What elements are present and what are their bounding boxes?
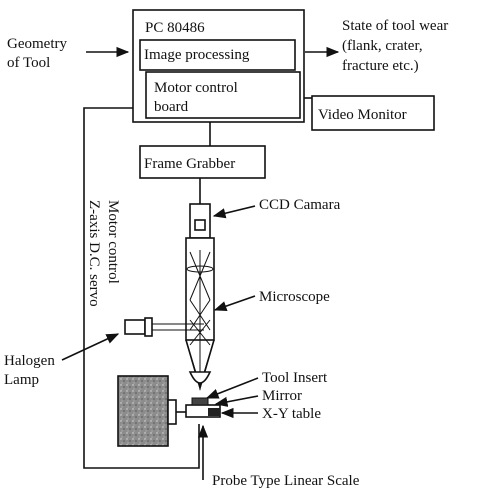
halogen-label-line1: Halogen	[4, 353, 55, 369]
ccd-camera-lens	[194, 219, 206, 231]
mirror-label: Mirror	[262, 388, 302, 404]
motor-control-board-box	[145, 71, 301, 119]
halogen-pointer	[61, 333, 120, 361]
z-axis-label-line2: Motor control	[105, 200, 121, 284]
tool-insert-pointer	[205, 377, 259, 399]
xy-table-block	[208, 408, 220, 416]
tool-insert-label: Tool Insert	[262, 370, 328, 386]
image-processing-box	[139, 39, 296, 71]
state-label-line2: (flank, crater,	[342, 38, 423, 54]
microscope-label: Microscope	[259, 289, 330, 305]
mirror-pointer	[214, 395, 259, 407]
optic-ray-3	[189, 251, 211, 301]
objective-tip	[188, 371, 212, 384]
xy-table-label: X-Y table	[262, 406, 321, 422]
motor-board-label-line2: board	[154, 99, 189, 115]
geometry-label-line2: of Tool	[7, 55, 50, 71]
optic-ray-5	[189, 299, 211, 331]
motor-coupling	[167, 399, 177, 425]
ccd-camera-label: CCD Camara	[259, 197, 341, 213]
pc-label: PC 80486	[145, 20, 205, 36]
state-label-line3: fracture etc.)	[342, 58, 419, 74]
objective-lens	[185, 339, 215, 391]
tool-insert	[191, 397, 209, 406]
video-monitor-label: Video Monitor	[318, 107, 407, 123]
microscope-pointer	[213, 295, 256, 312]
image-processing-label: Image processing	[144, 47, 250, 63]
frame-grabber-label: Frame Grabber	[144, 156, 235, 172]
probe-scale-label: Probe Type Linear Scale	[212, 473, 360, 489]
servo-motor-block	[117, 375, 169, 447]
frame-grabber-box	[139, 145, 266, 179]
z-axis-label-group: Z-axis D.C. servo Motor control	[86, 200, 121, 307]
motor-board-label-line1: Motor control	[154, 80, 238, 96]
video-monitor-box	[311, 95, 435, 131]
z-axis-control-wire	[83, 107, 200, 469]
ccd-camera-pointer	[212, 205, 256, 219]
optic-ray-7	[189, 319, 211, 346]
state-label-line1: State of tool wear	[342, 18, 448, 34]
z-axis-label-line1: Z-axis D.C. servo	[86, 200, 102, 307]
halogen-lamp-front	[144, 317, 153, 337]
halogen-label-line2: Lamp	[4, 372, 39, 388]
geometry-label-line1: Geometry	[7, 36, 67, 52]
halogen-lamp-body	[124, 319, 146, 335]
